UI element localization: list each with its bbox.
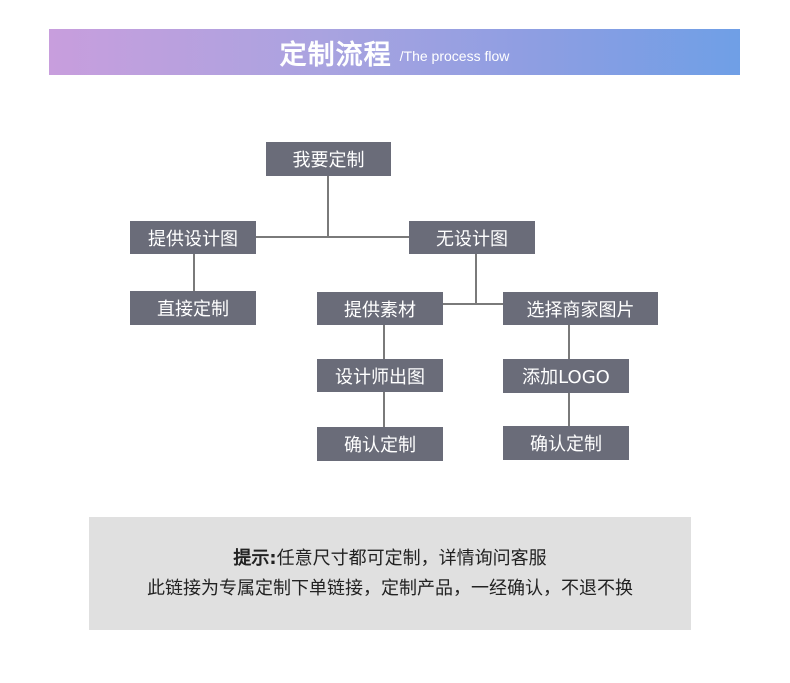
connector	[568, 325, 570, 359]
connector	[383, 325, 385, 359]
node-direct-custom: 直接定制	[130, 291, 256, 325]
connector	[193, 254, 195, 291]
node-want-custom: 我要定制	[266, 142, 391, 176]
node-confirm-right: 确认定制	[503, 426, 629, 460]
connector	[327, 176, 329, 238]
node-provide-material: 提供素材	[317, 292, 443, 325]
page-title: 定制流程	[279, 39, 392, 71]
node-add-logo: 添加LOGO	[503, 359, 629, 393]
notice-line-2: 此链接为专属定制下单链接，定制产品，一经确认，不退不换	[147, 577, 633, 599]
node-choose-merchant-image: 选择商家图片	[503, 292, 658, 325]
page-subtitle: /The process flow	[399, 48, 510, 64]
connector	[475, 254, 477, 305]
node-designer-draft: 设计师出图	[317, 359, 443, 392]
node-provide-design: 提供设计图	[130, 221, 256, 254]
connector	[256, 236, 409, 238]
notice-line-1: 提示:任意尺寸都可定制，详情询问客服	[233, 544, 546, 574]
notice-label: 提示:	[233, 547, 277, 569]
node-confirm-left: 确认定制	[317, 427, 443, 461]
connector	[568, 393, 570, 426]
notice-box: 提示:任意尺寸都可定制，详情询问客服 此链接为专属定制下单链接，定制产品，一经确…	[89, 517, 691, 630]
connector	[383, 392, 385, 427]
notice-text-1: 任意尺寸都可定制，详情询问客服	[276, 547, 547, 569]
connector	[443, 303, 503, 305]
node-no-design: 无设计图	[409, 221, 535, 254]
title-banner: 定制流程 /The process flow	[49, 29, 740, 75]
